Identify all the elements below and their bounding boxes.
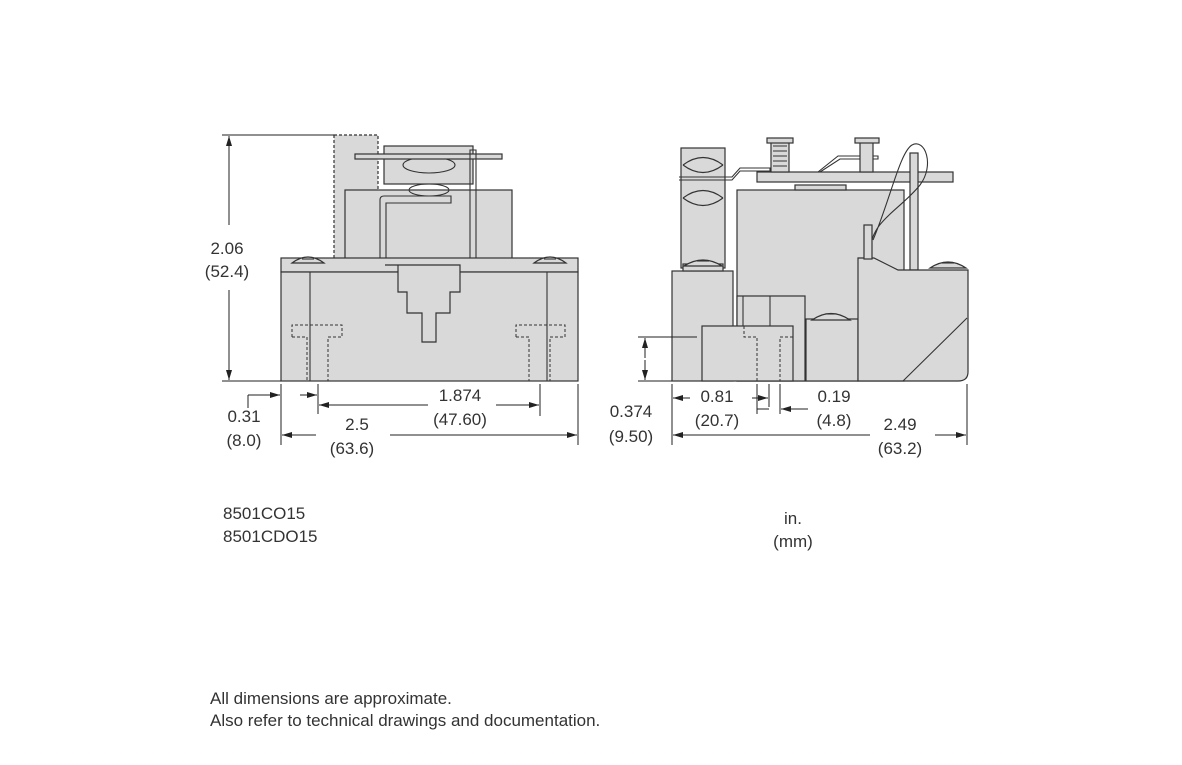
hole-offset-in-label: 0.81 bbox=[700, 387, 733, 406]
part-number: 8501CO15 bbox=[223, 504, 306, 523]
width-mm-label: (63.6) bbox=[330, 439, 374, 458]
footer-notes: All dimensions are approximate. Also ref… bbox=[210, 688, 600, 732]
relay-side-view bbox=[671, 137, 969, 382]
height-in-label: 2.06 bbox=[210, 239, 243, 258]
note: All dimensions are approximate. bbox=[210, 689, 452, 708]
coil-housing bbox=[344, 189, 513, 266]
mount-height-in-label: 0.374 bbox=[610, 402, 653, 421]
hole-width-in-label: 0.19 bbox=[817, 387, 850, 406]
height-mm-label: (52.4) bbox=[205, 262, 249, 281]
armature-profile bbox=[385, 264, 461, 343]
screw-icon bbox=[532, 256, 568, 264]
offset-mm-label: (8.0) bbox=[227, 431, 262, 450]
width-in-label: 2.5 bbox=[345, 415, 369, 434]
mounting-slot-left bbox=[291, 324, 343, 381]
side-width-in-label: 2.49 bbox=[883, 415, 916, 434]
hole-offset-mm-label: (20.7) bbox=[695, 411, 739, 430]
units-primary: in. bbox=[784, 509, 802, 528]
spacing-in-label: 1.874 bbox=[439, 386, 482, 405]
contact-plate bbox=[756, 171, 954, 183]
support-rod bbox=[909, 152, 919, 271]
coil-stack bbox=[680, 147, 726, 269]
units-legend: in. (mm) bbox=[753, 507, 833, 553]
mounting-slot-right bbox=[515, 324, 566, 381]
mounting-foot bbox=[701, 325, 794, 382]
note: Also refer to technical drawings and doc… bbox=[210, 711, 601, 730]
top-plate bbox=[354, 153, 503, 160]
mount-height-mm-label: (9.50) bbox=[609, 427, 653, 446]
screw-icon bbox=[290, 256, 326, 264]
wire bbox=[869, 143, 929, 251]
side-width-mm-label: (63.2) bbox=[878, 439, 922, 458]
terminal-block-right bbox=[857, 257, 969, 382]
units-secondary: (mm) bbox=[773, 532, 813, 551]
relay-front-view bbox=[280, 134, 579, 382]
part-number: 8501CDO15 bbox=[223, 527, 318, 546]
screw-icon bbox=[681, 259, 725, 267]
hole-width-mm-label: (4.8) bbox=[817, 411, 852, 430]
spacing-mm-label: (47.60) bbox=[433, 410, 487, 429]
offset-in-label: 0.31 bbox=[227, 407, 260, 426]
coil-box bbox=[383, 145, 474, 185]
screw-icon bbox=[928, 261, 968, 269]
right-dimensions: 0.374 (9.50) 0.81 (20.7) 0.19 (4.8) 2.49… bbox=[609, 336, 968, 458]
left-dimensions: 2.06 (52.4) 0.31 (8.0) 1.874 (47.60) 2.5… bbox=[205, 134, 579, 458]
part-numbers: 8501CO15 8501CDO15 bbox=[223, 502, 318, 548]
